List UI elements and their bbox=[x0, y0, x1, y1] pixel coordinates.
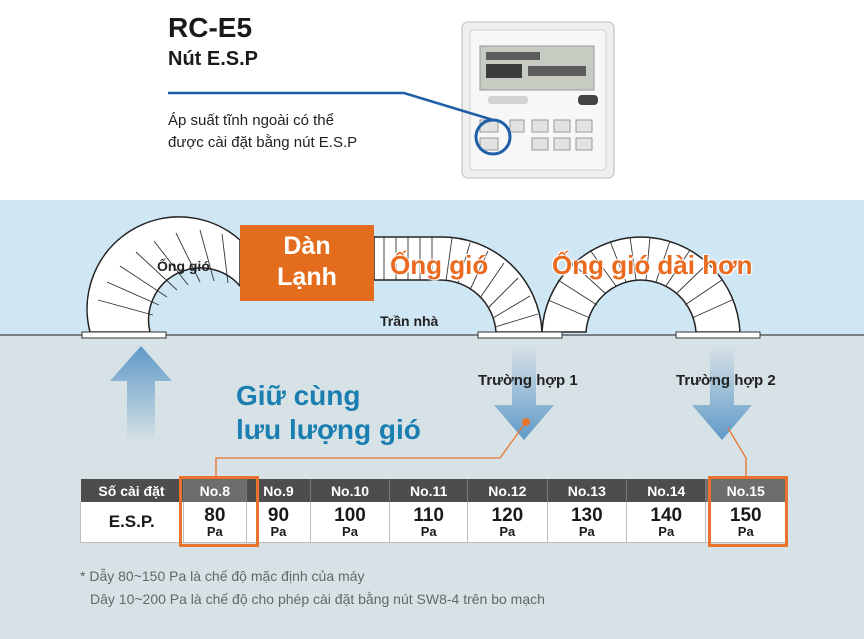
value-number: 130 bbox=[570, 505, 603, 526]
row-header-setting: Số cài đặt bbox=[80, 479, 184, 502]
indoor-unit-line1: Dàn bbox=[283, 232, 331, 260]
ceiling-label: Trần nhà bbox=[380, 313, 439, 329]
duct-left bbox=[86, 216, 241, 333]
value-number: 90 bbox=[267, 505, 290, 526]
esp-button-title: Nút E.S.P bbox=[168, 48, 259, 70]
footnote-line2: Dây 10~200 Pa là chế độ cho phép cài đặt… bbox=[90, 591, 545, 607]
grille-right bbox=[675, 331, 761, 339]
table-header-row: Số cài đặt No.8 No.9 No.10 No.11 No.12 N… bbox=[80, 479, 786, 502]
highlight-no8 bbox=[179, 476, 259, 547]
setting-cell: No.8 bbox=[183, 479, 248, 502]
value-number: 80 bbox=[204, 505, 226, 526]
description-line2: được cài đặt bằng nút E.S.P bbox=[168, 134, 358, 151]
row-header-esp: E.S.P. bbox=[80, 502, 184, 543]
indoor-unit-box: Dàn Lạnh bbox=[240, 225, 374, 301]
setting-cell: No.10 bbox=[310, 479, 391, 502]
value-unit: Pa bbox=[206, 524, 223, 539]
value-number: 120 bbox=[491, 505, 524, 526]
keep-airflow-line1: Giữ cùng bbox=[236, 380, 361, 411]
duct-long-label: Ống gió dài hơn bbox=[552, 250, 753, 280]
model-title: RC-E5 bbox=[168, 12, 253, 43]
connector-dot-case1 bbox=[522, 418, 530, 426]
esp-table: Số cài đặt No.8 No.9 No.10 No.11 No.12 N… bbox=[80, 479, 786, 543]
supply-arrow-case2-icon bbox=[692, 346, 752, 440]
keep-airflow-line2: lưu lượng gió bbox=[236, 414, 421, 445]
value-number: 150 bbox=[729, 505, 762, 526]
remote-controller-icon bbox=[461, 21, 615, 179]
return-air-arrow-icon bbox=[110, 346, 172, 443]
supply-arrow-case1-icon bbox=[494, 346, 554, 440]
value-number: 110 bbox=[413, 505, 444, 526]
setting-cell: No.12 bbox=[467, 479, 548, 502]
grille-mid bbox=[477, 331, 563, 339]
case1-label: Trường hợp 1 bbox=[478, 372, 578, 389]
value-number: 140 bbox=[650, 505, 683, 526]
indoor-unit-line2: Lạnh bbox=[277, 263, 337, 291]
setting-cell: No.9 bbox=[246, 479, 311, 502]
value-unit: Pa bbox=[658, 524, 675, 539]
case2-label: Trường hợp 2 bbox=[676, 372, 776, 389]
setting-cell: No.13 bbox=[547, 479, 628, 502]
value-unit: Pa bbox=[342, 524, 358, 539]
value-unit: Pa bbox=[737, 524, 754, 539]
value-unit: Pa bbox=[499, 524, 516, 539]
grille-left bbox=[81, 331, 167, 339]
pointer-line bbox=[168, 91, 494, 122]
setting-cell: No.14 bbox=[626, 479, 707, 502]
connector-case1 bbox=[215, 421, 527, 479]
value-unit: Pa bbox=[578, 524, 595, 539]
footnote-line1: * Dẫy 80~150 Pa là chế độ mặc định của m… bbox=[80, 568, 365, 584]
duct-left-label: Ống gió bbox=[157, 258, 210, 274]
value-number: 100 bbox=[334, 505, 366, 526]
value-unit: Pa bbox=[420, 524, 437, 539]
highlight-no15 bbox=[708, 476, 788, 547]
connector-case2 bbox=[727, 427, 747, 479]
setting-cell: No.11 bbox=[389, 479, 469, 502]
description-line1: Áp suất tĩnh ngoài có thể bbox=[168, 112, 334, 129]
value-unit: Pa bbox=[270, 524, 287, 539]
duct-long bbox=[541, 236, 741, 333]
duct-mid-label: Ống gió bbox=[390, 250, 489, 280]
